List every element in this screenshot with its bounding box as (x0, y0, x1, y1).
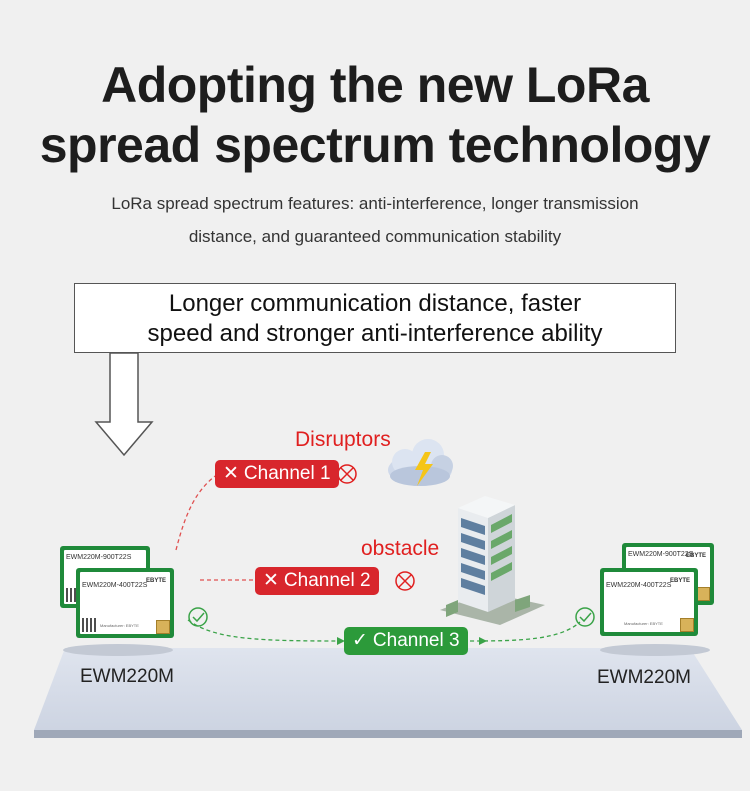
check-circle-icon (188, 607, 208, 627)
channel-1-line (175, 473, 219, 551)
module-brand: EBYTE (685, 553, 706, 559)
channel-2-label: Channel 2 (283, 570, 371, 591)
right-module-front: EWM220M-400T22S EBYTE Manufacturer: EBYT… (600, 568, 698, 636)
module-manufacturer: Manufacturer: EBYTE (624, 621, 663, 626)
disruptors-label: Disruptors (295, 428, 391, 451)
left-module-front: EWM220M-400T22S EBYTE Manufacturer: EBYT… (76, 568, 174, 638)
channel-2-pill: ✕Channel 2 (255, 567, 379, 595)
right-shadow (600, 644, 710, 656)
antenna-pad-icon (156, 620, 170, 634)
page-title: Adopting the new LoRa spread spectrum te… (0, 55, 750, 175)
cross-icon: ✕ (223, 463, 239, 484)
module-model-text: EWM220M-900T22S (66, 554, 132, 561)
down-arrow-icon (94, 352, 154, 457)
banner-line-2: speed and stronger anti-interference abi… (147, 320, 603, 347)
subtitle-line-2: distance, and guaranteed communication s… (188, 227, 562, 246)
blocked-circle-icon (395, 571, 415, 591)
title-line-1: Adopting the new LoRa (101, 57, 649, 113)
channel-3-pill: ✓Channel 3 (344, 627, 468, 655)
channel-1-label: Channel 1 (243, 463, 331, 484)
left-shadow (63, 644, 173, 656)
obstacle-label: obstacle (361, 537, 440, 560)
subtitle-line-1: LoRa spread spectrum features: anti-inte… (111, 194, 639, 213)
antenna-pad-icon (696, 587, 710, 601)
module-model-text: EWM220M-400T22S (606, 582, 672, 589)
module-model-text: EWM220M-900T22S (628, 551, 694, 558)
check-circle-icon (575, 607, 595, 627)
module-manufacturer: Manufacturer: EBYTE (100, 623, 139, 628)
page-subtitle: LoRa spread spectrum features: anti-inte… (0, 187, 750, 253)
right-device-label: EWM220M (597, 667, 691, 688)
blocked-circle-icon (337, 464, 357, 484)
banner-line-1: Longer communication distance, faster (168, 290, 582, 317)
channel-3-arrowhead-left (337, 637, 345, 645)
floor-edge (34, 730, 742, 738)
qr-code-icon (82, 618, 96, 632)
title-line-2: spread spectrum technology (39, 117, 711, 173)
module-model-text: EWM220M-400T22S (82, 582, 148, 589)
channel-3-label: Channel 3 (372, 630, 460, 651)
building-icon (440, 496, 545, 625)
channel-1-pill: ✕Channel 1 (215, 460, 339, 488)
antenna-pad-icon (680, 618, 694, 632)
cross-icon: ✕ (263, 570, 279, 591)
feature-banner: Longer communication distance, faster sp… (74, 283, 676, 353)
left-device-label: EWM220M (80, 666, 174, 687)
check-icon: ✓ (352, 630, 368, 651)
channel-3-arrowhead-right (479, 637, 487, 645)
floor-plane (34, 648, 742, 730)
module-brand: EBYTE (669, 578, 690, 584)
module-brand: EBYTE (145, 578, 166, 584)
storm-cloud-icon (388, 439, 453, 486)
